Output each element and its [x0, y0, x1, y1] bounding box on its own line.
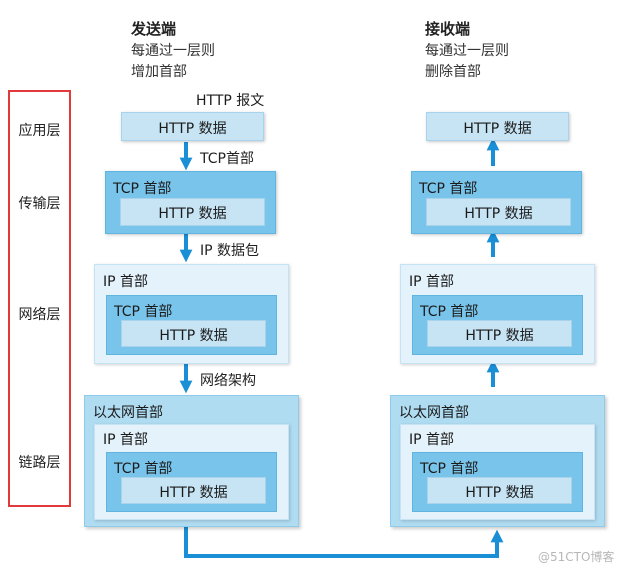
layer-application: 应用层: [18, 123, 61, 139]
sender-link-frame: 以太网首部 IP 首部 TCP 首部 HTTP 数据: [84, 395, 299, 527]
layer-transport: 传输层: [18, 196, 61, 212]
tcp-header-label: TCP 首部: [114, 304, 173, 320]
ethernet-header-label: 以太网首部: [399, 405, 469, 421]
http-data-box: HTTP 数据: [427, 320, 572, 347]
receiver-title: 接收端: [425, 20, 471, 38]
tcp-header-label: TCP 首部: [419, 181, 478, 197]
http-data-text: HTTP 数据: [158, 121, 227, 137]
ethernet-header-label: 以太网首部: [93, 405, 163, 421]
http-data-box: HTTP 数据: [427, 477, 572, 504]
tcp-segment-box: TCP 首部 HTTP 数据: [412, 295, 583, 355]
receiver-network-packet: IP 首部 TCP 首部 HTTP 数据: [400, 264, 595, 364]
ip-header-label: IP 首部: [409, 432, 455, 448]
ip-header-label: IP 首部: [103, 432, 149, 448]
http-data-text: HTTP 数据: [159, 485, 228, 501]
note-network: 网络架构: [200, 373, 256, 389]
http-data-box: HTTP 数据: [426, 198, 571, 226]
receiver-app-http-data: HTTP 数据: [426, 112, 569, 141]
sender-line1: 每通过一层则: [131, 43, 215, 59]
tcp-segment-box: TCP 首部 HTTP 数据: [106, 452, 277, 512]
tcp-header-label: TCP 首部: [420, 304, 479, 320]
transfer-path: [184, 527, 504, 558]
ip-header-label: IP 首部: [409, 274, 455, 290]
http-data-text: HTTP 数据: [465, 485, 534, 501]
receiver-line1: 每通过一层则: [425, 43, 509, 59]
http-data-text: HTTP 数据: [158, 206, 227, 222]
sender-network-packet: IP 首部 TCP 首部 HTTP 数据: [94, 264, 289, 364]
tcp-header-label: TCP 首部: [114, 461, 173, 477]
http-data-box: HTTP 数据: [120, 198, 265, 226]
http-data-box: HTTP 数据: [121, 320, 266, 347]
ip-packet-box: IP 首部 TCP 首部 HTTP 数据: [400, 424, 595, 520]
http-data-text: HTTP 数据: [464, 206, 533, 222]
layer-frame: [8, 90, 71, 507]
tcp-header-label: TCP 首部: [420, 461, 479, 477]
receiver-link-frame: 以太网首部 IP 首部 TCP 首部 HTTP 数据: [390, 395, 605, 527]
tcp-segment-box: TCP 首部 HTTP 数据: [106, 295, 277, 355]
watermark: @51CTO博客: [538, 550, 615, 564]
layer-network: 网络层: [18, 307, 61, 323]
receiver-transport-segment: TCP 首部 HTTP 数据: [411, 171, 582, 234]
note-ip-packet: IP 数据包: [200, 243, 260, 259]
note-tcp-header: TCP首部: [200, 151, 254, 167]
http-data-text: HTTP 数据: [463, 121, 532, 137]
http-data-box: HTTP 数据: [121, 477, 266, 504]
sender-title: 发送端: [131, 20, 177, 38]
layer-link: 链路层: [18, 455, 61, 471]
sender-transport-segment: TCP 首部 HTTP 数据: [105, 171, 276, 234]
sender-line2: 增加首部: [131, 64, 187, 80]
sender-app-http-data: HTTP 数据: [121, 112, 264, 141]
http-message-label: HTTP 报文: [196, 93, 265, 109]
tcp-segment-box: TCP 首部 HTTP 数据: [412, 452, 583, 512]
http-data-text: HTTP 数据: [465, 328, 534, 344]
receiver-line2: 删除首部: [425, 64, 481, 80]
ip-packet-box: IP 首部 TCP 首部 HTTP 数据: [94, 424, 289, 520]
http-data-text: HTTP 数据: [159, 328, 228, 344]
ip-header-label: IP 首部: [103, 274, 149, 290]
tcp-header-label: TCP 首部: [113, 181, 172, 197]
